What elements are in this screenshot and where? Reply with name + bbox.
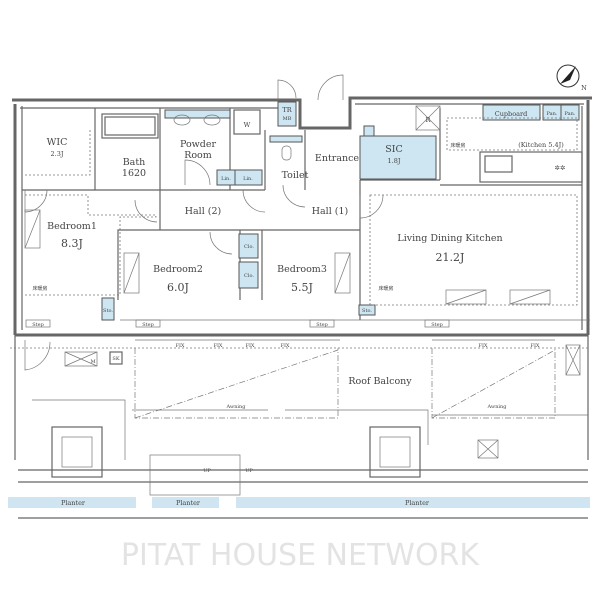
floor-heating-areas xyxy=(25,117,578,306)
ldk-size: 21.2J xyxy=(436,251,465,264)
tr-mb-closet: TR MB xyxy=(277,101,297,127)
entrance-label: Entrance xyxy=(315,153,360,164)
vanity-sinks xyxy=(164,109,231,126)
step-label: Step xyxy=(316,322,328,328)
linen-closets: Lin. Lin. xyxy=(216,169,263,186)
fridge-label: R xyxy=(426,116,432,124)
sic-storage xyxy=(359,125,437,180)
window-units xyxy=(24,209,551,305)
watermark: PITAT HOUSE NETWORK xyxy=(121,538,480,573)
sic-label: SIC xyxy=(385,144,403,155)
up-label: UP xyxy=(203,468,211,474)
pantries: Pan. Pan. xyxy=(542,104,580,121)
fix-label: FIX xyxy=(478,343,487,349)
closets: Clo. Clo. Sto. Sto. xyxy=(101,233,376,321)
bedroom2-label: Bedroom2 xyxy=(153,264,203,275)
roof-balcony: M SK Roof Balcony Awning Awning UP UP FI… xyxy=(10,335,590,519)
closet-label: Clo. xyxy=(244,244,254,250)
floor-heating-label: 床暖房 xyxy=(378,285,393,292)
fix-label: FIX xyxy=(280,343,289,349)
linen-label: Lin. xyxy=(221,176,231,182)
toilet-fixture xyxy=(269,135,303,161)
powder-room-label-2: Room xyxy=(184,150,212,161)
hall2-label: Hall (2) xyxy=(185,206,222,217)
fix-label: FIX xyxy=(530,343,539,349)
bath-label: Bath xyxy=(123,157,146,168)
ldk-label: Living Dining Kitchen xyxy=(397,233,502,244)
kitchen-label: (Kitchen 5.4J) xyxy=(518,141,564,149)
interior-walls xyxy=(22,108,590,321)
storage-label: Sto. xyxy=(362,308,372,314)
fix-label: FIX xyxy=(245,343,254,349)
bedroom2-size: 6.0J xyxy=(167,281,189,294)
exterior-walls xyxy=(12,96,592,337)
storage-label: Sto. xyxy=(103,308,113,314)
closet-label: Clo. xyxy=(244,273,254,279)
bedroom3-label: Bedroom3 xyxy=(277,264,327,275)
sic-size: 1.8J xyxy=(388,157,401,165)
tr-label: TR xyxy=(282,106,292,114)
kitchen-counter: ✲✲ xyxy=(479,151,583,183)
cupboard: Cupboard xyxy=(482,104,541,121)
pantry-label: Pan. xyxy=(547,111,558,117)
floor-heating-label: 床暖房 xyxy=(32,285,47,292)
fix-label: FIX xyxy=(213,343,222,349)
step-label: Step xyxy=(142,322,154,328)
fix-label: FIX xyxy=(175,343,184,349)
washer-label: W xyxy=(244,121,251,129)
bedroom1-label: Bedroom1 xyxy=(47,221,97,232)
sk-label: SK xyxy=(112,356,119,362)
step-label: Step xyxy=(32,322,44,328)
awning-label: Awning xyxy=(226,404,247,410)
m-label: M xyxy=(90,359,95,365)
step-label: Step xyxy=(431,322,443,328)
bath-size: 1620 xyxy=(122,168,146,179)
compass-north-label: N xyxy=(581,84,587,92)
planter-label: Planter xyxy=(176,499,201,507)
roof-balcony-label: Roof Balcony xyxy=(348,376,412,387)
powder-room-label: Powder xyxy=(180,139,217,150)
compass-icon: N xyxy=(556,64,587,92)
toilet-label: Toilet xyxy=(282,170,309,181)
planter-label: Planter xyxy=(405,499,430,507)
wic-label: WIC xyxy=(47,137,68,148)
pantry-label: Pan. xyxy=(565,111,576,117)
floor-heating-label: 床暖房 xyxy=(450,142,465,149)
bathtub xyxy=(101,113,159,139)
up-label: UP xyxy=(245,468,253,474)
mb-label: MB xyxy=(283,116,292,122)
wic-size: 2.3J xyxy=(51,150,64,158)
steps: Step Step Step Step xyxy=(25,319,450,328)
fridge-space: R xyxy=(415,105,441,131)
awning-label: Awning xyxy=(487,404,508,410)
planters: Planter Planter Planter xyxy=(8,497,590,508)
cupboard-label: Cupboard xyxy=(495,110,528,118)
hall1-label: Hall (1) xyxy=(312,206,349,217)
stove-icon: ✲✲ xyxy=(555,164,566,172)
bedroom3-size: 5.5J xyxy=(291,281,313,294)
planter-label: Planter xyxy=(61,499,86,507)
washer-space: W xyxy=(233,109,261,135)
bedroom1-size: 8.3J xyxy=(61,237,83,250)
linen-label: Lin. xyxy=(243,176,253,182)
